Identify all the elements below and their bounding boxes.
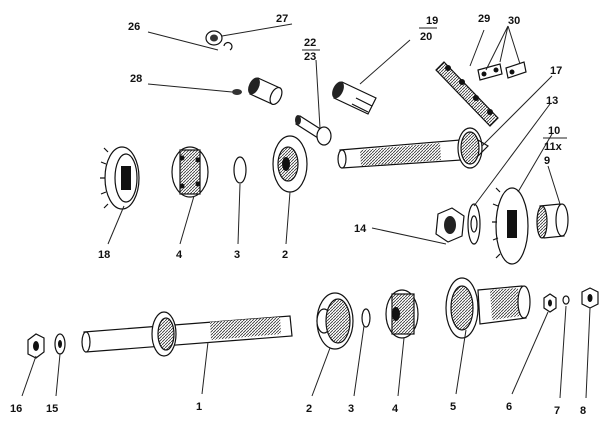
leader-7 <box>559 305 567 399</box>
part-2-gear-lower <box>316 292 354 350</box>
part-10-sprocket <box>492 187 529 265</box>
label-23: 23 <box>304 51 316 63</box>
leader-29 <box>469 29 485 67</box>
part-4-dog-gear-upper <box>171 146 209 198</box>
label-9: 9 <box>544 155 550 167</box>
leader-19-20 <box>359 39 411 85</box>
label-14: 14 <box>354 223 367 235</box>
part-labels: 26 27 19 20 29 30 22 23 28 17 13 10 11x … <box>10 13 586 417</box>
label-2-upper: 2 <box>282 249 288 261</box>
part-6-nut <box>543 293 557 313</box>
part-5-gear-cluster <box>445 277 531 339</box>
label-11x: 11x <box>544 141 563 153</box>
label-7: 7 <box>554 405 560 417</box>
part-22-23-spindle <box>295 115 332 146</box>
part-2-gear-upper <box>272 135 308 193</box>
label-13: 13 <box>546 95 558 107</box>
label-4-upper: 4 <box>176 249 183 261</box>
leader-9 <box>547 165 561 205</box>
part-3-circlip-upper <box>233 156 247 184</box>
part-16-nut <box>27 333 45 359</box>
part-7-ring <box>562 295 570 305</box>
leader-2a <box>285 191 291 245</box>
leader-15 <box>55 353 61 397</box>
leader-28 <box>147 83 233 93</box>
label-8: 8 <box>580 405 586 417</box>
label-16: 16 <box>10 403 22 415</box>
label-22: 22 <box>304 37 316 49</box>
leader-5 <box>455 329 467 395</box>
label-20: 20 <box>420 31 432 43</box>
label-26: 26 <box>128 21 140 33</box>
part-needle-roller <box>248 77 283 106</box>
label-28: 28 <box>130 73 142 85</box>
part-4-dog-gear-lower <box>385 289 419 339</box>
leader-3a <box>237 183 241 245</box>
label-3-lower: 3 <box>348 403 354 415</box>
leader-14 <box>371 227 447 245</box>
part-18-gear <box>100 146 140 210</box>
part-17-layshaft <box>337 127 489 169</box>
leader-8 <box>585 307 591 399</box>
part-27-spring-ring <box>205 30 223 46</box>
label-10: 10 <box>548 125 560 137</box>
leader-3b <box>353 325 365 397</box>
part-8-nut <box>581 287 599 309</box>
label-30: 30 <box>508 15 520 27</box>
leader-18 <box>107 205 125 245</box>
leader-4b <box>397 337 405 397</box>
leader-1 <box>201 341 209 395</box>
label-6: 6 <box>506 401 512 413</box>
leader-17 <box>481 75 553 147</box>
label-15: 15 <box>46 403 58 415</box>
part-14-nut <box>435 207 465 243</box>
label-2-lower: 2 <box>306 403 312 415</box>
part-19-20-shaft <box>332 81 377 115</box>
leader-4a <box>179 195 195 245</box>
label-18: 18 <box>98 249 110 261</box>
leader-30 <box>485 25 521 71</box>
leader-6 <box>511 311 549 395</box>
leader-13 <box>473 103 551 207</box>
leader-22-23 <box>315 59 321 129</box>
label-5: 5 <box>450 401 456 413</box>
part-15-washer <box>54 333 66 355</box>
label-4-lower: 4 <box>392 403 399 415</box>
label-3-upper: 3 <box>234 249 240 261</box>
part-1-mainshaft <box>81 311 293 357</box>
label-1: 1 <box>196 401 202 413</box>
leader-10-11x <box>517 133 553 193</box>
leader-16 <box>21 355 37 397</box>
part-29-chain <box>435 61 499 127</box>
leader-2b <box>311 347 331 397</box>
label-27: 27 <box>276 13 288 25</box>
label-29: 29 <box>478 13 490 25</box>
label-17: 17 <box>550 65 562 77</box>
part-30-chain-links <box>477 61 527 81</box>
part-13-tab-washer <box>467 203 481 245</box>
label-19: 19 <box>426 15 438 27</box>
part-26-circlip <box>223 42 233 51</box>
leader-27 <box>221 23 293 37</box>
part-28-pin <box>232 89 242 95</box>
leader-26 <box>147 31 219 51</box>
leader-lines <box>21 23 591 399</box>
part-9-bush <box>536 203 569 239</box>
part-3-circlip-lower <box>361 308 371 328</box>
